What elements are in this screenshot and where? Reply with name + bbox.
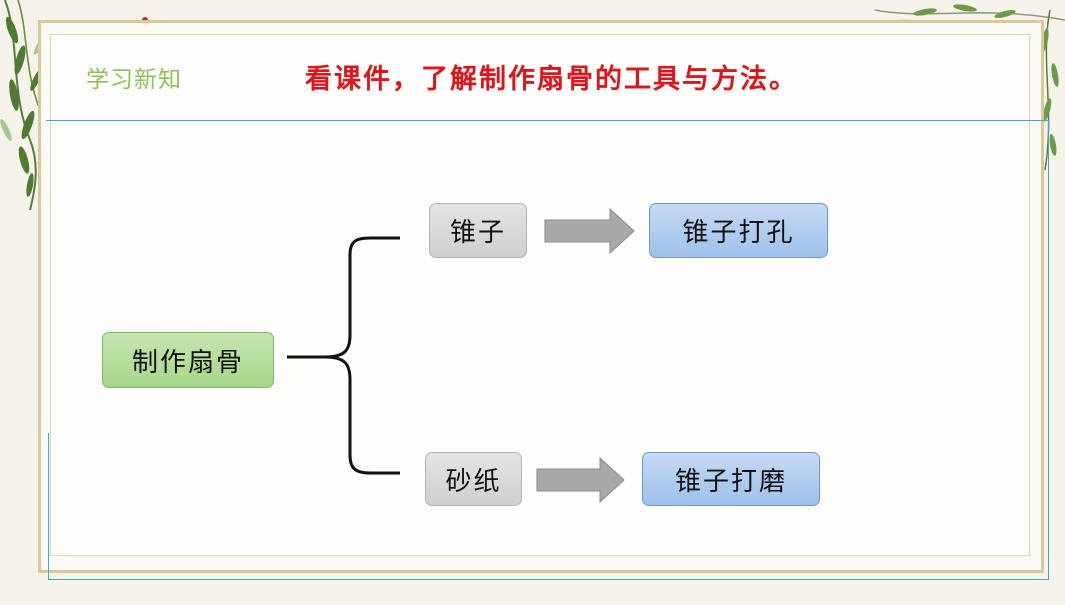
slide-title: 看课件，了解制作扇骨的工具与方法。 (305, 64, 798, 95)
section-label: 学习新知 (86, 67, 182, 93)
selection-border-left (48, 433, 49, 580)
tool-node-sandpaper: 砂纸 (425, 452, 522, 506)
selection-border-bottom (48, 579, 1049, 580)
method-node-polishing: 锥子打磨 (642, 452, 820, 506)
inner-frame (50, 34, 1030, 556)
method-node-drilling: 锥子打孔 (649, 203, 828, 258)
root-node: 制作扇骨 (102, 332, 274, 388)
selection-border-right (1048, 120, 1049, 580)
tool-node-awl: 锥子 (429, 203, 527, 258)
selection-border-top (46, 120, 1049, 121)
